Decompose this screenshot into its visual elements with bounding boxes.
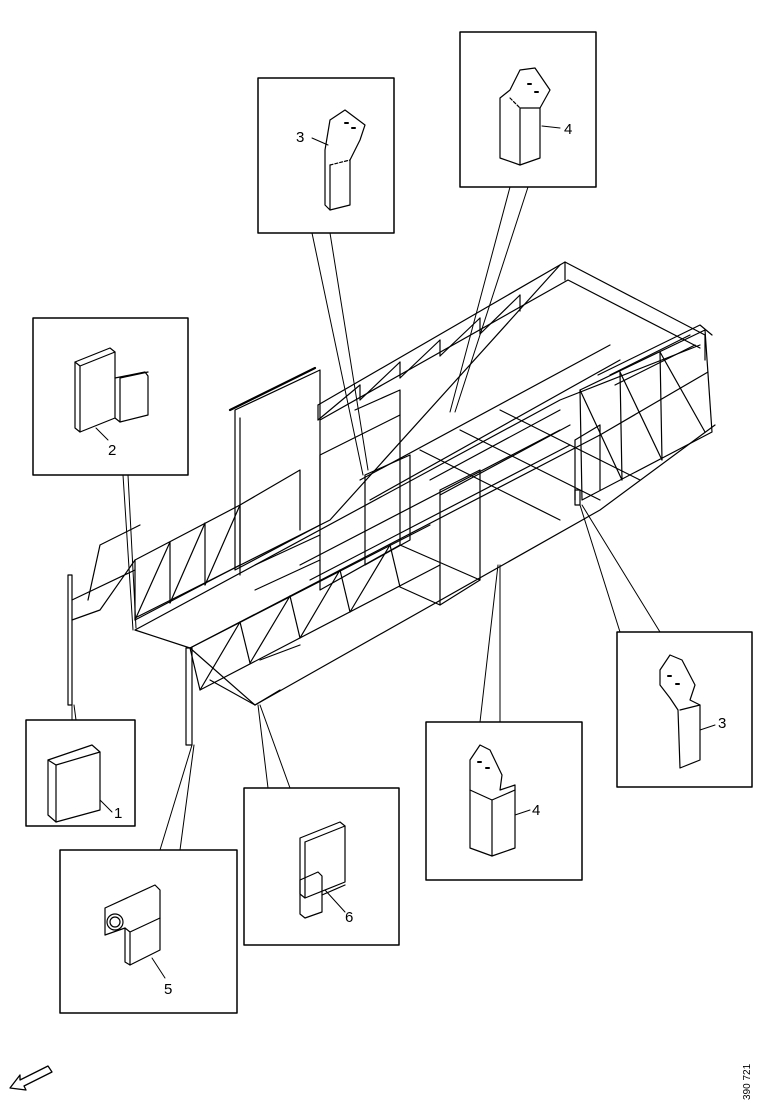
callout-box-1: 1 — [25, 719, 136, 827]
callout-label-4-top: 4 — [564, 121, 572, 138]
callout-box-5: 5 — [59, 849, 238, 1014]
callout-box-6: 6 — [243, 787, 400, 946]
callout-label-3-right: 3 — [718, 715, 726, 732]
callout-label-4-bottom: 4 — [532, 802, 540, 819]
callout-label-1: 1 — [114, 805, 122, 822]
callout-box-4-bottom: 4 — [425, 721, 583, 881]
callout-box-2: 2 — [32, 317, 189, 476]
callout-label-2: 2 — [108, 442, 116, 459]
reference-code: 390 721 — [742, 1063, 753, 1100]
leader-lines — [71, 186, 661, 851]
callout-box-3-top: 3 — [257, 77, 395, 234]
callout-box-4-top: 4 — [459, 31, 597, 188]
callout-label-3-top: 3 — [296, 129, 304, 146]
callout-box-3-right: 3 — [616, 631, 753, 788]
arrow-icon — [9, 1065, 53, 1091]
callout-label-5: 5 — [164, 981, 172, 998]
chassis-frame — [67, 261, 716, 746]
callout-label-6: 6 — [345, 909, 353, 926]
